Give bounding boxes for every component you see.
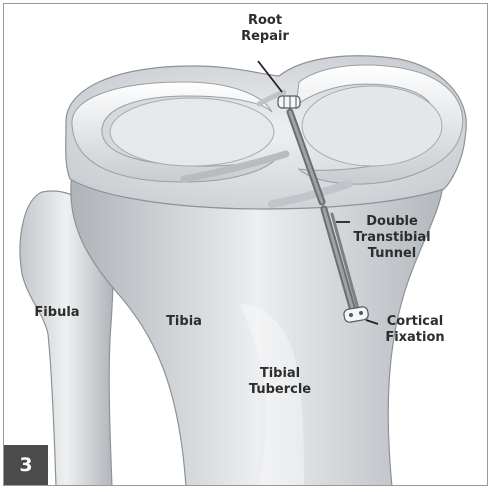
label-cortical-line1: Cortical [374, 314, 456, 330]
label-double-line3: Tunnel [340, 246, 444, 262]
label-fibula: Fibula [22, 305, 92, 321]
label-tibia: Tibia [154, 314, 214, 330]
label-double-line1: Double [340, 214, 444, 230]
root-repair-sutures [278, 96, 300, 108]
label-cortical-line2: Fixation [374, 330, 456, 346]
label-cortical-fixation: Cortical Fixation [374, 314, 456, 346]
label-tibial-tubercle: Tibial Tubercle [240, 366, 320, 398]
label-root-repair-line2: Repair [230, 29, 300, 45]
figure-number-badge: 3 [4, 445, 48, 485]
label-root-repair: Root Repair [230, 13, 300, 45]
label-double-transtibial-tunnel: Double Transtibial Tunnel [340, 214, 444, 262]
label-tubercle-line2: Tubercle [240, 382, 320, 398]
illustration-frame: Root Repair Double Transtibial Tunnel Co… [3, 3, 488, 486]
label-tubercle-line1: Tibial [240, 366, 320, 382]
label-root-repair-line1: Root [230, 13, 300, 29]
label-double-line2: Transtibial [340, 230, 444, 246]
